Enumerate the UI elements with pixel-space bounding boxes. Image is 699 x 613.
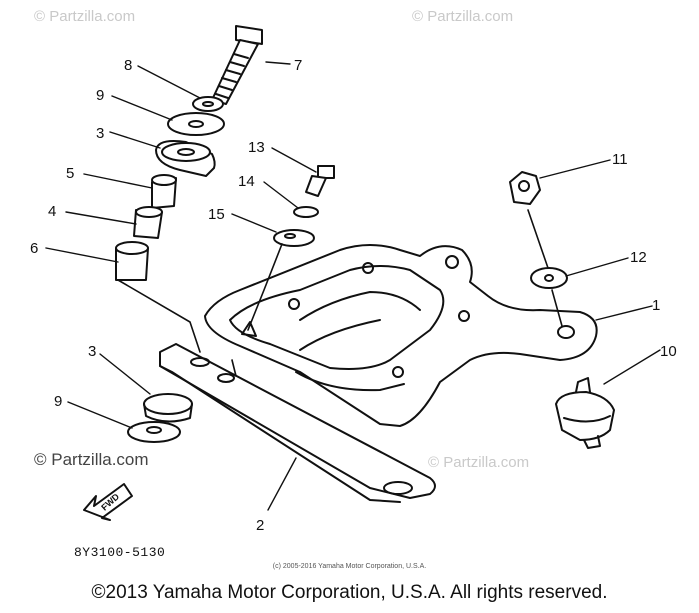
callout-9-upper: 9 [96, 87, 105, 104]
callout-15: 15 [208, 206, 225, 223]
callout-7: 7 [294, 57, 303, 74]
washer-part-15 [273, 229, 315, 247]
bolt-part-7 [211, 25, 263, 105]
watermark-top-right: © Partzilla.com [412, 8, 514, 25]
plate-part-2 [159, 343, 436, 503]
callout-9-lower: 9 [54, 393, 63, 410]
callout-10: 10 [660, 343, 677, 360]
washer-part-9-upper [167, 112, 225, 136]
washer-part-8 [192, 96, 224, 112]
callout-14: 14 [238, 173, 255, 190]
watermark-top-left: © Partzilla.com [34, 8, 136, 25]
watermark-mid-right: © Partzilla.com [428, 454, 530, 471]
callout-11: 11 [612, 151, 628, 168]
washer-part-12 [530, 267, 568, 289]
callout-6: 6 [30, 240, 39, 257]
fwd-arrow [83, 483, 133, 521]
cushion-part-3-lower [143, 393, 193, 423]
callout-3-lower: 3 [88, 343, 97, 360]
callout-13: 13 [248, 139, 265, 156]
cushion-part-3-upper [155, 140, 216, 177]
callout-4: 4 [48, 203, 57, 220]
collar-part-4 [133, 206, 163, 239]
assembly-guide-lines [117, 209, 563, 377]
callout-5: 5 [66, 165, 75, 182]
watermark-mid-left: © Partzilla.com [34, 450, 149, 469]
part-number: 8Y3100-5130 [74, 545, 166, 560]
nut-part-11 [509, 171, 541, 205]
washer-part-14 [293, 206, 319, 218]
copyright-main: ©2013 Yamaha Motor Corporation, U.S.A. A… [91, 582, 608, 603]
collar-part-6 [115, 241, 149, 281]
callout-1: 1 [652, 297, 661, 314]
callout-2: 2 [256, 517, 265, 534]
callout-12: 12 [630, 249, 647, 266]
callout-3-upper: 3 [96, 125, 105, 142]
collar-part-5 [151, 174, 177, 209]
bolt-part-13 [305, 165, 335, 197]
washer-part-9-lower [127, 421, 181, 443]
callout-leaders [45, 61, 661, 511]
callout-8: 8 [124, 57, 133, 74]
copyright-small: (c) 2005-2016 Yamaha Motor Corporation, … [272, 563, 427, 570]
mount-part-10 [555, 377, 615, 449]
bracket-part-1 [204, 244, 598, 427]
